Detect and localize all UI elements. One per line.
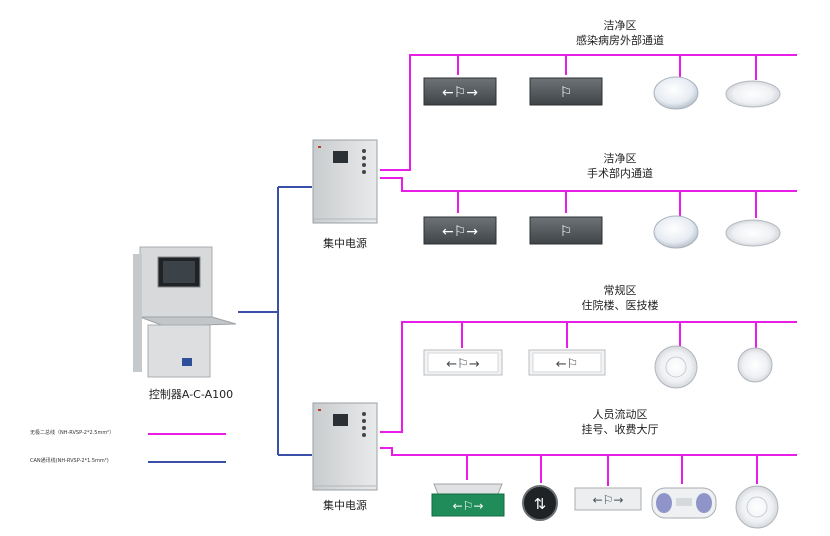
power-unit-upper <box>312 139 378 224</box>
power-unit-lower <box>312 402 378 491</box>
bus-wiring <box>380 54 797 486</box>
svg-text:←⚐→: ←⚐→ <box>446 357 480 372</box>
svg-text:←⚐: ←⚐ <box>556 357 579 372</box>
round-ceiling-light-icon <box>735 485 779 529</box>
svg-text:⚐: ⚐ <box>560 85 573 101</box>
zone-2-title: 洁净区 <box>603 152 637 165</box>
round-ceiling-light-icon <box>653 76 699 110</box>
zone-1-subtitle: 感染病房外部通道 <box>576 34 664 47</box>
running-man-exit-sign-icon: ←⚐→ <box>423 77 497 106</box>
power-unit-lower-label: 集中电源 <box>323 499 367 512</box>
round-ceiling-light-icon <box>653 215 699 249</box>
zone-3-subtitle: 住院楼、医技楼 <box>581 299 659 312</box>
round-ceiling-light-icon <box>737 347 773 383</box>
zone-4-subtitle: 挂号、收费大厅 <box>581 423 659 436</box>
zone-4-title: 人员流动区 <box>592 408 648 421</box>
svg-text:←⚐→: ←⚐→ <box>442 85 478 101</box>
svg-text:←⚐→: ←⚐→ <box>442 224 478 240</box>
running-man-exit-sign-icon: ⚐ <box>529 77 603 106</box>
bidirectional-arrow-indicator-icon: ⇅ <box>522 485 558 521</box>
svg-text:←⚐→: ←⚐→ <box>453 499 484 513</box>
running-man-exit-sign-icon: ⚐ <box>529 216 603 245</box>
svg-text:←⚐→: ←⚐→ <box>593 493 624 507</box>
zone-3-title: 常规区 <box>603 284 637 297</box>
svg-text:⚐: ⚐ <box>560 224 573 240</box>
legend-bus-line-label: 无极二总线（NH-RVSP-2*2.5mm²） <box>30 430 115 436</box>
running-man-exit-sign-icon: ←⚐→ <box>431 483 505 517</box>
can-wiring <box>238 186 312 456</box>
controller-label: 控制器A-C-A100 <box>148 388 234 401</box>
twin-spot-emergency-light-icon <box>651 487 717 519</box>
round-ceiling-light-icon <box>654 345 698 389</box>
zone-1-title: 洁净区 <box>603 19 637 32</box>
running-man-exit-sign-icon: ←⚐→ <box>423 349 503 376</box>
controller-console <box>133 246 237 378</box>
zone-2-subtitle: 手术部内通道 <box>587 167 653 180</box>
running-man-exit-sign-icon: ←⚐→ <box>574 487 642 511</box>
running-man-exit-sign-icon: ←⚐ <box>528 349 606 376</box>
svg-text:⇅: ⇅ <box>534 495 547 513</box>
oval-bulkhead-light-icon <box>725 219 781 247</box>
legend-can-line-label: CAN通讯线(NH-RVSP-2*1.5mm²) <box>30 458 109 464</box>
running-man-exit-sign-icon: ←⚐→ <box>423 216 497 245</box>
power-unit-upper-label: 集中电源 <box>323 237 367 250</box>
legend-lines <box>148 433 226 463</box>
oval-bulkhead-light-icon <box>725 80 781 108</box>
